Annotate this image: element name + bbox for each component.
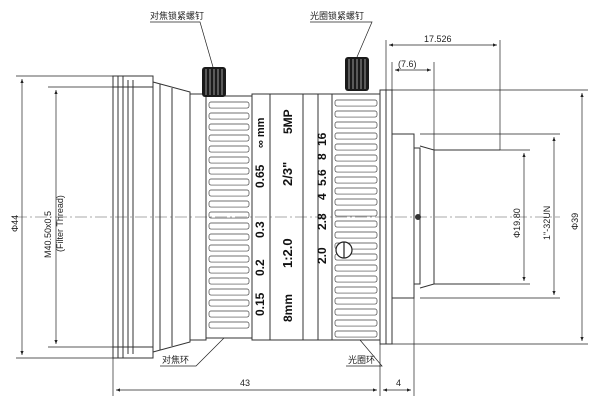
ring-groove (334, 253, 378, 261)
ring-groove (334, 209, 378, 217)
focus-scale: ∞ mm 0.65 0.3 0.2 0.15 (253, 117, 267, 316)
focus-ring-label: 对焦环 (162, 354, 189, 366)
ring-groove (208, 321, 250, 329)
ring-groove (208, 101, 250, 109)
iris-ring-label: 光圈环 (348, 354, 375, 366)
focus-value: 0.65 (253, 164, 267, 188)
iris-scale: 16 8 5.6 4 2.8 2.0 (315, 132, 329, 264)
marking-resolution: 5MP (281, 109, 295, 134)
ring-groove (334, 198, 378, 206)
ring-groove (208, 178, 250, 186)
focus-value: 0.2 (253, 259, 267, 276)
ring-groove (334, 275, 378, 283)
dim-back-protrusion: (7.6) (398, 59, 417, 69)
ring-groove (208, 145, 250, 153)
ring-groove (208, 134, 250, 142)
dim-rear-diameter: Φ19.80 (512, 208, 522, 238)
iris-value: 5.6 (315, 169, 329, 186)
focus-value: 0.3 (253, 221, 267, 238)
ring-groove (334, 319, 378, 327)
ring-groove (208, 211, 250, 219)
dim-outer-diameter: Φ44 (10, 215, 20, 232)
ring-groove (334, 264, 378, 272)
iris-value: 8 (315, 153, 329, 160)
ring-groove (334, 143, 378, 151)
dim-filter-thread-note: (Filter Thread) (55, 195, 65, 252)
ring-groove (334, 154, 378, 162)
ring-groove (334, 242, 378, 250)
iris-value: 2.0 (315, 247, 329, 264)
ring-groove (334, 297, 378, 305)
ring-groove (334, 231, 378, 239)
marking-format: 2/3" (280, 162, 295, 186)
ring-groove (208, 200, 250, 208)
ring-groove (208, 156, 250, 164)
ring-groove (208, 288, 250, 296)
ring-groove (208, 255, 250, 263)
dim-mount-length: 4 (396, 378, 401, 388)
ring-groove (334, 176, 378, 184)
dim-flange-offset: 17.526 (424, 34, 452, 44)
iris-value: 2.8 (315, 213, 329, 230)
dim-filter-thread: M40.50x0.5 (43, 211, 53, 258)
ring-groove (334, 121, 378, 129)
iris-value: 16 (315, 132, 329, 146)
iris-value: 4 (315, 193, 329, 200)
ring-groove (334, 330, 378, 338)
ring-groove (208, 277, 250, 285)
ring-groove (334, 132, 378, 140)
ring-groove (208, 299, 250, 307)
ring-groove (208, 112, 250, 120)
focus-ring-grooves (208, 101, 250, 329)
iris-lock-screw-label: 光圈锁紧螺钉 (310, 10, 364, 22)
ring-groove (208, 233, 250, 241)
marking-focal-length: 8mm (281, 294, 295, 322)
ring-groove (334, 99, 378, 107)
lens-markings: 5MP 2/3" 1:2.0 8mm (280, 109, 295, 322)
focus-lock-screw-label: 对焦锁紧螺钉 (150, 10, 204, 22)
marking-aperture: 1:2.0 (280, 238, 295, 268)
ring-groove (334, 165, 378, 173)
iris-lock-screw (345, 57, 369, 91)
ring-groove (334, 110, 378, 118)
dim-total-length: 43 (240, 378, 250, 388)
focus-unit: ∞ mm (255, 117, 267, 148)
focus-value: 0.15 (253, 292, 267, 316)
ring-groove (208, 123, 250, 131)
dim-mount-thread: 1"-32UN (542, 206, 552, 240)
ring-groove (208, 189, 250, 197)
iris-ring-grooves (334, 99, 378, 338)
ring-groove (208, 244, 250, 252)
ring-groove (208, 266, 250, 274)
ring-groove (334, 220, 378, 228)
ring-groove (208, 167, 250, 175)
ring-groove (208, 310, 250, 318)
iris-ring (331, 93, 381, 341)
marking-band (251, 93, 333, 341)
ring-groove (334, 308, 378, 316)
ring-groove (334, 286, 378, 294)
ring-groove (334, 187, 378, 195)
focus-lock-screw (202, 67, 226, 97)
ring-groove (208, 222, 250, 230)
dim-mount-diameter: Φ39 (570, 213, 580, 230)
